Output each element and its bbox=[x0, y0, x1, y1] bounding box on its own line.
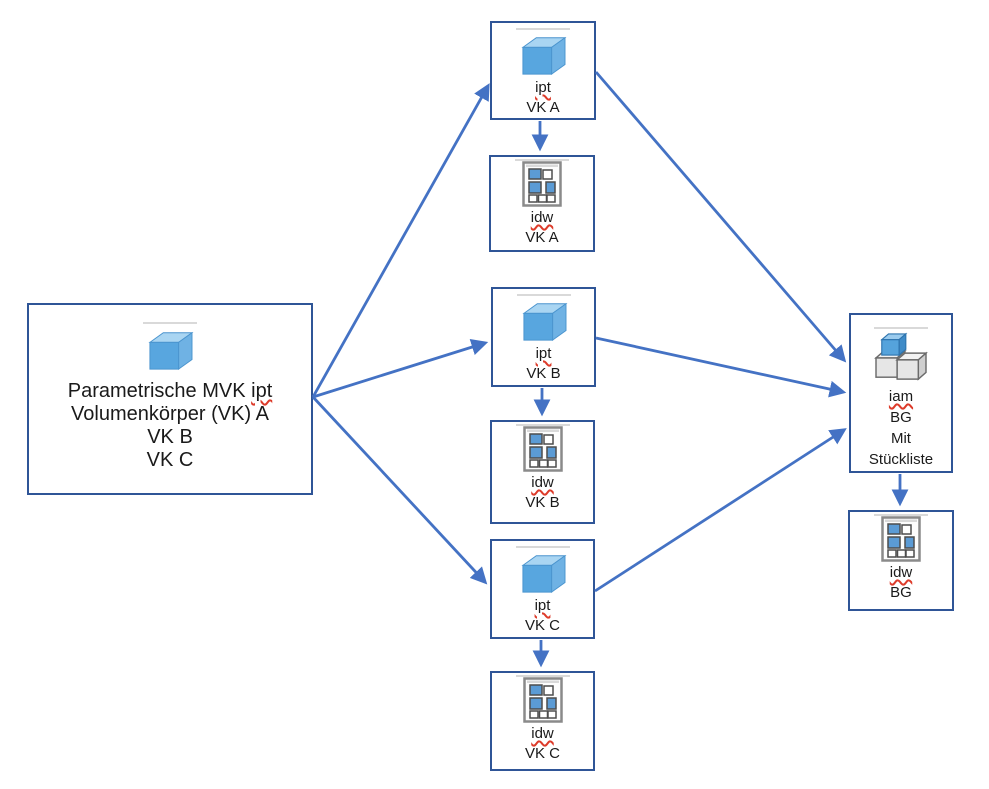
drawing-sheet-icon bbox=[522, 677, 563, 723]
node-title-line: Volumenkörper (VK) A bbox=[71, 403, 269, 425]
misspelled-word: idw bbox=[530, 209, 554, 226]
node-label: idw VK B bbox=[525, 473, 559, 513]
node-name-label: VK A bbox=[526, 99, 560, 116]
node-name-label: VK A bbox=[525, 229, 559, 246]
arrow-source-to-ipt-vk-b bbox=[312, 339, 489, 399]
node-ipt-vk-b[interactable]: ipt VK B bbox=[491, 287, 596, 387]
icon-shelf bbox=[874, 514, 928, 516]
icon-shelf bbox=[515, 546, 570, 548]
node-label: idw VK A bbox=[525, 208, 558, 248]
node-title-line: Parametrische MVK ipt bbox=[67, 380, 273, 402]
file-ext-label: ipt bbox=[526, 344, 560, 364]
node-ipt-vk-a[interactable]: ipt VK A bbox=[490, 21, 596, 120]
node-name-label: VK C bbox=[524, 745, 560, 762]
arrow-ipt-vk-a-to-iam bbox=[594, 71, 847, 363]
icon-shelf bbox=[515, 159, 569, 161]
icon-shelf bbox=[515, 675, 570, 677]
file-ext-label: idw bbox=[890, 563, 913, 583]
node-title-line: VK C bbox=[146, 449, 194, 471]
file-ext-label: ipt bbox=[526, 78, 559, 98]
arrow-source-to-ipt-vk-c bbox=[311, 396, 488, 585]
part-cube-icon bbox=[519, 299, 569, 343]
drawing-sheet-icon bbox=[522, 161, 562, 207]
node-name-label: VK B bbox=[526, 365, 561, 382]
file-ext-label: idw bbox=[525, 208, 558, 228]
node-title-line: VK B bbox=[147, 426, 193, 448]
icon-shelf bbox=[515, 424, 570, 426]
drawing-sheet-icon bbox=[881, 516, 921, 562]
arrow-ipt-vk-c-to-iam bbox=[594, 428, 847, 593]
node-label: ipt VK A bbox=[526, 78, 559, 118]
node-iam-bg[interactable]: iam BG Mit Stückliste bbox=[849, 313, 953, 473]
node-name-label: VK B bbox=[525, 494, 560, 511]
misspelled-word: idw bbox=[531, 474, 554, 491]
node-label: idw VK C bbox=[525, 724, 560, 764]
icon-shelf bbox=[143, 322, 197, 324]
node-name-label: BG bbox=[890, 409, 912, 426]
file-ext-label: iam bbox=[869, 386, 933, 407]
icon-shelf bbox=[516, 28, 570, 30]
file-ext-label: idw bbox=[525, 724, 560, 744]
node-name-label: VK C bbox=[524, 617, 560, 634]
node-source-parametric-master[interactable]: Parametrische MVK ipt Volumenkörper (VK)… bbox=[27, 303, 313, 495]
misspelled-word: iam bbox=[888, 388, 914, 405]
drawing-sheet-icon bbox=[522, 426, 563, 472]
node-label: Parametrische MVK ipt Volumenkörper (VK)… bbox=[68, 380, 273, 472]
node-name-label: BG bbox=[890, 584, 912, 601]
node-idw-vk-b[interactable]: idw VK B bbox=[490, 420, 595, 524]
misspelled-word: idw bbox=[531, 725, 554, 742]
node-label: iam BG Mit Stückliste bbox=[869, 386, 933, 470]
misspelled-word: ipt bbox=[535, 79, 551, 96]
icon-shelf bbox=[874, 327, 928, 329]
node-idw-bg[interactable]: idw BG bbox=[848, 510, 954, 611]
node-idw-vk-c[interactable]: idw VK C bbox=[490, 671, 595, 771]
assembly-cubes-icon bbox=[873, 332, 929, 382]
node-label: ipt VK C bbox=[525, 596, 560, 636]
arrow-source-to-ipt-vk-a bbox=[311, 83, 490, 398]
node-name-label: Stückliste bbox=[868, 451, 934, 468]
node-ipt-vk-c[interactable]: ipt VK C bbox=[490, 539, 595, 639]
node-label: ipt VK B bbox=[526, 344, 560, 384]
misspelled-word: ipt bbox=[251, 380, 273, 402]
file-ext-label: ipt bbox=[525, 596, 560, 616]
node-label: idw BG bbox=[890, 563, 913, 603]
misspelled-word: ipt bbox=[534, 597, 551, 614]
file-ext-label: idw bbox=[525, 473, 559, 493]
icon-shelf bbox=[516, 294, 571, 296]
part-cube-icon bbox=[145, 328, 195, 372]
arrow-ipt-vk-b-to-iam bbox=[595, 336, 847, 398]
misspelled-word: ipt bbox=[535, 345, 552, 362]
node-name-label: Mit bbox=[890, 430, 911, 447]
node-idw-vk-a[interactable]: idw VK A bbox=[489, 155, 595, 252]
part-cube-icon bbox=[518, 551, 568, 595]
part-cube-icon bbox=[518, 33, 568, 77]
misspelled-word: idw bbox=[889, 564, 913, 581]
